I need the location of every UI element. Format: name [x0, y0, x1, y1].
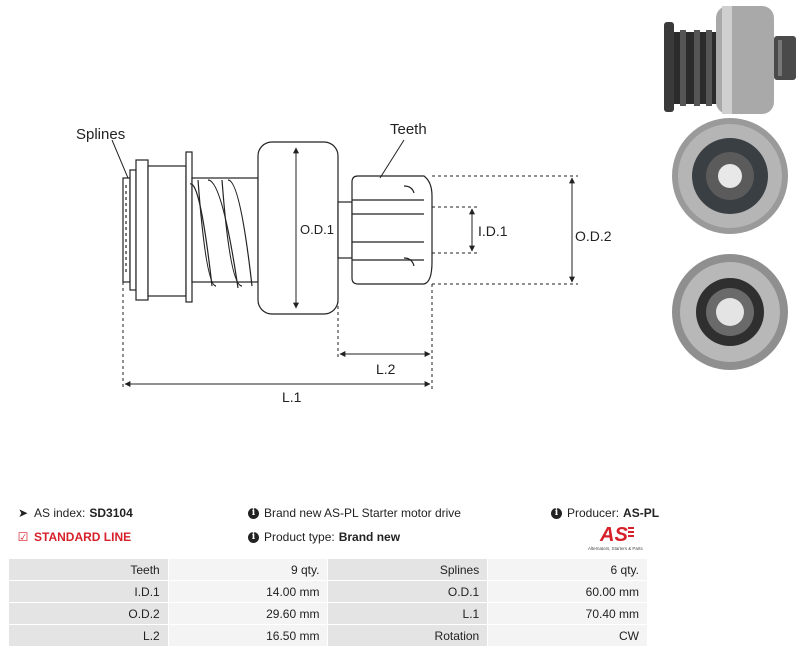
spec-label: O.D.2 — [8, 602, 169, 625]
technical-drawing: Splines Teeth O.D.1 I.D.1 O.D.2 L.2 L.1 — [76, 121, 612, 405]
teeth-label: Teeth — [390, 121, 427, 138]
spec-value: CW — [487, 624, 648, 647]
product-photo-side — [664, 6, 796, 114]
as-index-label: AS index: — [34, 506, 86, 520]
producer-value: AS-PL — [623, 506, 660, 520]
svg-text:Alternators, Starters & Parts: Alternators, Starters & Parts — [588, 546, 643, 551]
spec-label: O.D.1 — [327, 580, 489, 603]
spec-label: L.1 — [327, 602, 489, 625]
description-text: Brand new AS-PL Starter motor drive — [264, 506, 461, 520]
spec-value: 29.60 mm — [167, 602, 329, 625]
l1-label: L.1 — [282, 389, 302, 405]
as-pl-logo: AS Alternators, Starters & Parts — [588, 524, 643, 551]
spec-value: 9 qty. — [167, 558, 329, 581]
l2-label: L.2 — [376, 361, 396, 377]
od2-label: O.D.2 — [575, 228, 612, 244]
info-icon: i — [248, 507, 259, 519]
spec-label: Rotation — [327, 624, 489, 647]
id1-label: I.D.1 — [478, 223, 508, 239]
check-icon: ☑ — [17, 530, 29, 544]
splines-label: Splines — [76, 126, 125, 143]
spec-value: 60.00 mm — [487, 580, 648, 603]
standard-line-label: STANDARD LINE — [34, 530, 132, 544]
svg-text:AS: AS — [599, 524, 628, 546]
info-icon: i — [551, 507, 562, 519]
product-photo-front — [672, 118, 788, 234]
od1-label: O.D.1 — [300, 222, 334, 237]
spec-value: 6 qty. — [487, 558, 648, 581]
spec-value: 16.50 mm — [167, 624, 329, 647]
product-type-value: Brand new — [338, 530, 401, 544]
description: i Brand new AS-PL Starter motor drive — [248, 506, 461, 520]
as-index: ➤ AS index: SD3104 — [16, 506, 133, 520]
spec-value: 14.00 mm — [167, 580, 329, 603]
product-type: i Product type: Brand new — [248, 530, 400, 544]
as-index-value: SD3104 — [89, 506, 133, 520]
spec-label: Teeth — [8, 558, 169, 581]
spec-value: 70.40 mm — [487, 602, 648, 625]
spec-label: I.D.1 — [8, 580, 169, 603]
producer-label: Producer: — [567, 506, 620, 520]
tag-icon: ➤ — [17, 506, 29, 520]
spec-label: Splines — [327, 558, 489, 581]
standard-line-badge: ☑ STANDARD LINE — [16, 530, 132, 544]
product-type-label: Product type: — [264, 530, 335, 544]
producer: i Producer: AS-PL — [551, 506, 659, 520]
spec-label: L.2 — [8, 624, 169, 647]
product-photo-back — [672, 254, 788, 370]
info-icon: i — [248, 531, 259, 543]
